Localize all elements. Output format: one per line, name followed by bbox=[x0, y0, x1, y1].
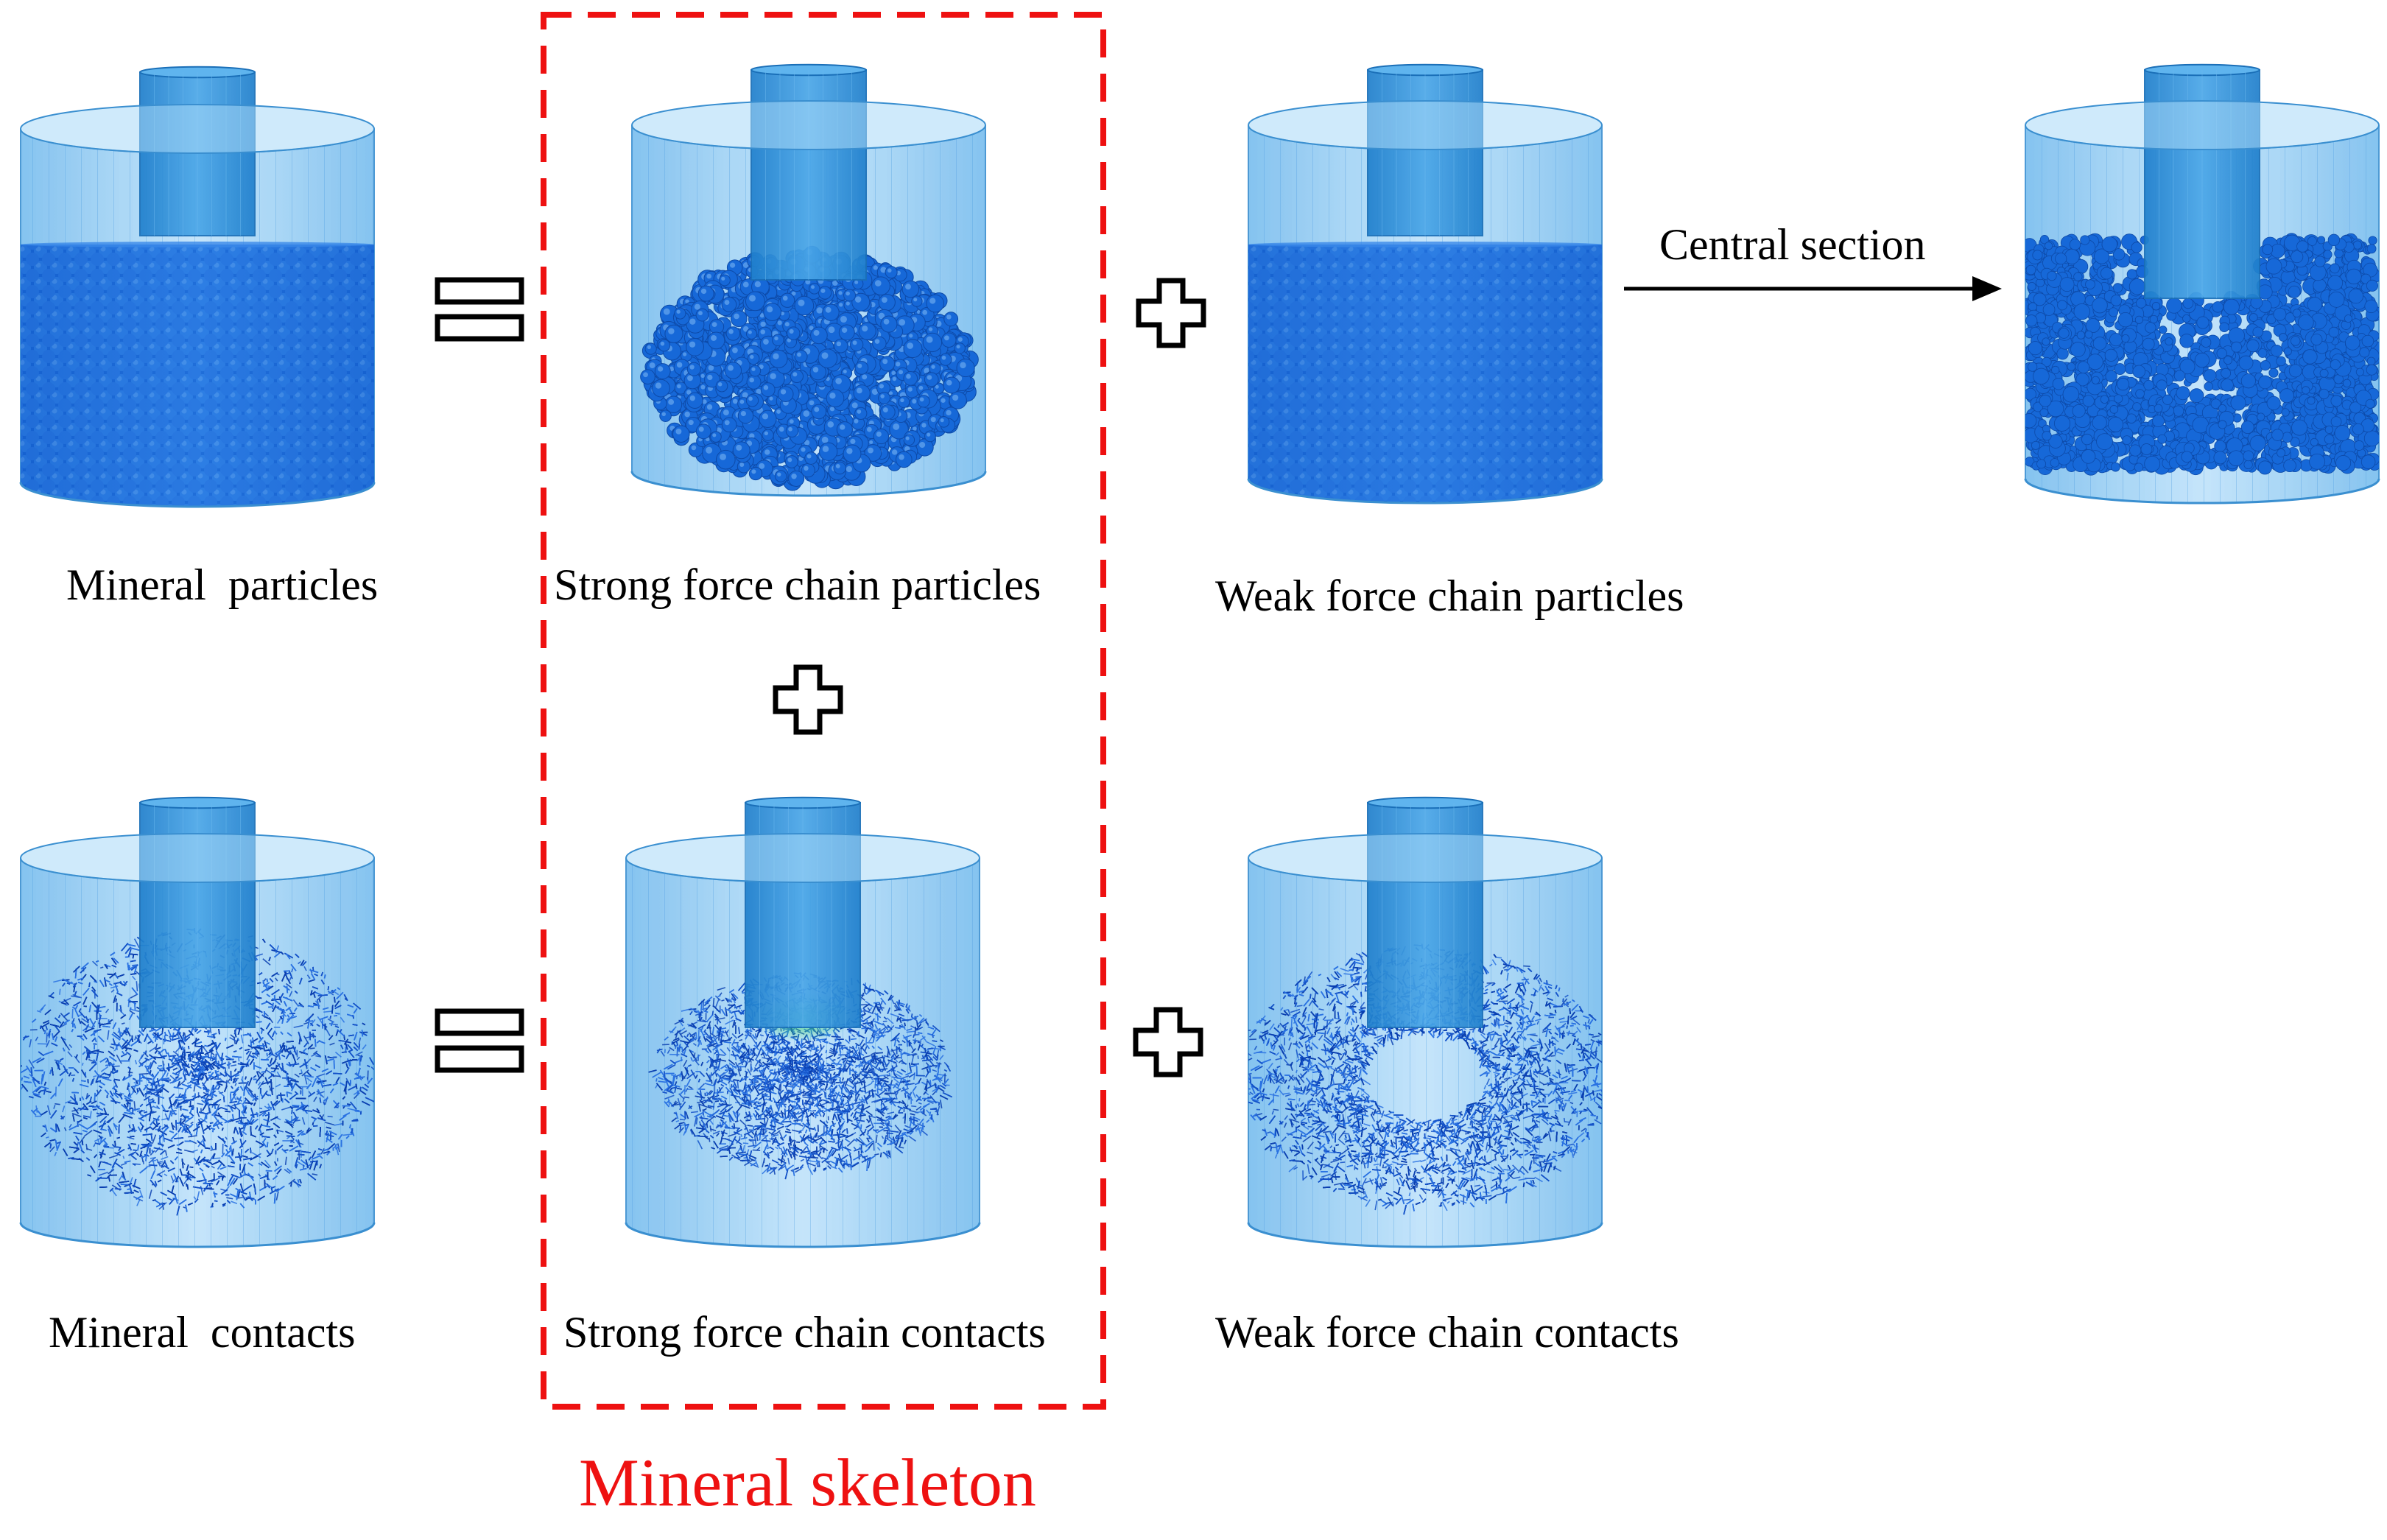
label-mineral-particles: Mineral particles bbox=[66, 560, 378, 611]
plus-icon bbox=[1136, 1010, 1200, 1075]
label-weak-particles: Weak force chain particles bbox=[1215, 571, 1684, 622]
arrow-right-icon bbox=[1624, 276, 2002, 301]
cylinder-mineral-contacts bbox=[14, 798, 375, 1247]
label-central-section: Central section bbox=[1659, 219, 1926, 270]
cylinder-strong-particles bbox=[632, 65, 985, 496]
label-strong-contacts: Strong force chain contacts bbox=[563, 1307, 1046, 1358]
cylinder-weak-contacts-rim bbox=[1248, 834, 1602, 882]
cylinder-weak-particles-rim bbox=[1248, 101, 1602, 150]
cylinder-mineral-particles bbox=[21, 67, 374, 507]
cylinder-strong-contacts-rim bbox=[626, 834, 980, 882]
cylinder-strong-particles-rim bbox=[632, 101, 985, 150]
label-weak-contacts: Weak force chain contacts bbox=[1215, 1307, 1679, 1358]
cylinder-weak-contacts bbox=[1233, 798, 1611, 1247]
plus-icon bbox=[776, 667, 840, 732]
plus-icon bbox=[1139, 281, 1203, 345]
cylinder-mineral-contacts-rim bbox=[21, 834, 374, 882]
label-mineral-skeleton: Mineral skeleton bbox=[579, 1444, 1036, 1522]
particle-bed-surface bbox=[1248, 242, 1602, 247]
equals-icon bbox=[437, 280, 521, 339]
cylinder-weak-particles bbox=[1248, 65, 1602, 503]
cylinder-strong-contacts bbox=[626, 798, 980, 1247]
label-strong-particles: Strong force chain particles bbox=[554, 560, 1041, 611]
label-mineral-contacts: Mineral contacts bbox=[49, 1307, 356, 1358]
cylinder-central-section-rim bbox=[2025, 101, 2379, 150]
equals-icon bbox=[437, 1011, 521, 1070]
cylinder-mineral-particles-rim bbox=[21, 105, 374, 153]
cylinder-central-section bbox=[2021, 65, 2383, 503]
particle-bed-surface bbox=[21, 242, 374, 247]
